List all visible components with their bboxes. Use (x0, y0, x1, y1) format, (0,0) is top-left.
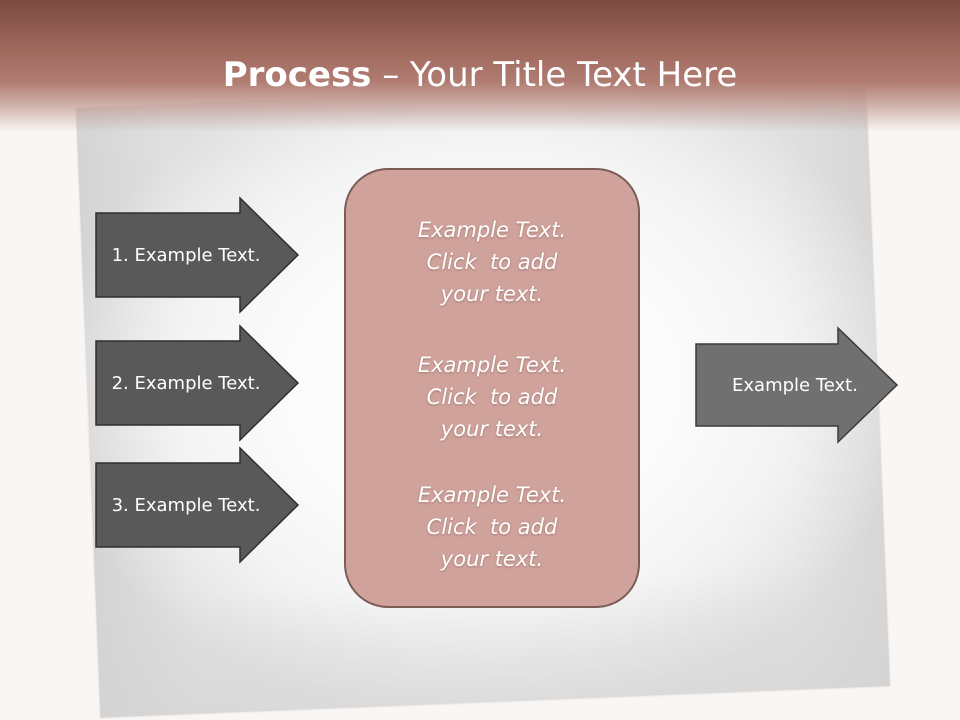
input-arrow-3[interactable]: 3. Example Text. (95, 446, 300, 564)
arrow-right-icon (95, 324, 300, 442)
center-text-line: your text. (440, 282, 544, 306)
input-arrow-3-label: 3. Example Text. (111, 494, 261, 516)
center-process-box[interactable]: Example Text. Click to add your text. Ex… (344, 168, 640, 608)
title-rest: – Your Title Text Here (371, 55, 738, 95)
center-text-line: Click to add (426, 250, 558, 274)
header-band (0, 0, 960, 132)
input-arrow-1-label: 1. Example Text. (111, 244, 261, 266)
arrow-right-icon (95, 196, 300, 314)
output-arrow[interactable]: Example Text. (695, 326, 899, 444)
center-text-line: Example Text. (417, 353, 567, 377)
output-arrow-label: Example Text. (732, 374, 858, 396)
slide-title[interactable]: Process – Your Title Text Here (0, 54, 960, 96)
arrow-right-icon (695, 326, 899, 444)
center-text-block-3[interactable]: Example Text. Click to add your text. (346, 479, 638, 575)
center-text-line: Click to add (426, 385, 558, 409)
center-text-line: Example Text. (417, 483, 567, 507)
center-text-block-1[interactable]: Example Text. Click to add your text. (346, 214, 638, 310)
center-text-block-2[interactable]: Example Text. Click to add your text. (346, 349, 638, 445)
input-arrow-1[interactable]: 1. Example Text. (95, 196, 300, 314)
center-text-line: Click to add (426, 515, 558, 539)
arrow-right-icon (95, 446, 300, 564)
center-text-line: your text. (440, 547, 544, 571)
input-arrow-2[interactable]: 2. Example Text. (95, 324, 300, 442)
center-text-line: Example Text. (417, 218, 567, 242)
input-arrow-2-label: 2. Example Text. (111, 372, 261, 394)
center-text-line: your text. (440, 417, 544, 441)
title-bold: Process (222, 55, 372, 95)
